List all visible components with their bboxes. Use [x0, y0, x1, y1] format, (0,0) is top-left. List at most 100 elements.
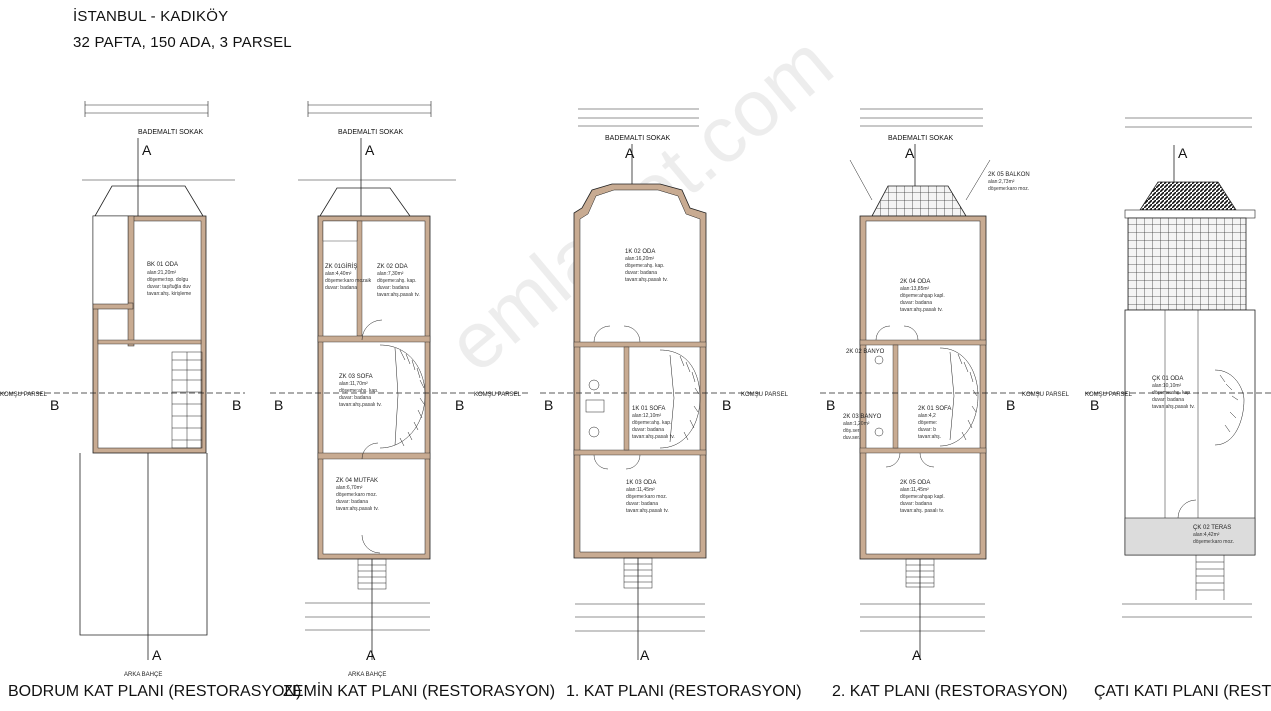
street-label: BADEMALTI SOKAK — [138, 129, 204, 136]
room-area: alan:1,20m² — [843, 421, 870, 427]
section-b-marker: B — [544, 397, 553, 413]
room-code: ZK 04 MUTFAK — [336, 478, 378, 484]
room-note: tavan:ahş.pasalı tv. — [377, 292, 420, 298]
room-code: ÇK 01 ODA — [1152, 376, 1183, 382]
room-area: alan:21,20m² — [147, 270, 177, 276]
room-2k04: 2K 04 ODA alan:13,85m² döşeme:ahşap kapl… — [900, 279, 945, 313]
room-1k03: 1K 03 ODA alan:11,45m² döşeme:karo moz. … — [626, 480, 669, 514]
plan-ground-floor: BADEMALTI SOKAK A A ARKA BAHÇE — [270, 101, 530, 678]
section-a-marker: A — [366, 647, 376, 663]
room-note: tavan:ahş. — [918, 434, 941, 440]
section-a-marker: A — [1178, 145, 1188, 161]
room-code: 2K 05 BALKON — [988, 172, 1030, 178]
room-note: döşeme:ahş. kap. — [339, 388, 378, 394]
room-note: duvar: badana — [632, 427, 664, 433]
room-zk02: ZK 02 ODA alan:7,30m² döşeme:ahş. kap. d… — [377, 264, 420, 298]
street-label: BADEMALTI SOKAK — [888, 135, 954, 142]
neighbor-parcel-label: KOMŞU PARSEL — [1085, 392, 1133, 398]
room-code: 2K 03 BANYO — [843, 414, 882, 420]
room-note: duv.ser. — [843, 435, 860, 441]
neighbor-parcel-label: KOMŞU PARSEL — [741, 392, 789, 398]
room-note: döşeme:ahş. kap. — [1152, 390, 1191, 396]
room-area: alan:6,70m² — [336, 485, 363, 491]
neighbor-parcel-label: KOMŞU PARSEL — [1022, 392, 1070, 398]
room-area: alan:11,45m² — [900, 487, 929, 493]
section-a-marker: A — [905, 145, 915, 161]
room-area: alan:10,10m² — [1152, 383, 1182, 389]
section-b-marker: B — [722, 397, 731, 413]
plan-basement: BADEMALTI SOKAK A A ARKA BAHÇE KOMŞU PAR… — [0, 101, 245, 678]
section-a-marker: A — [912, 647, 922, 663]
room-code: 2K 01 SOFA — [918, 406, 951, 412]
section-b-marker: B — [1090, 397, 1099, 413]
room-area: alan:11,70m² — [339, 381, 368, 387]
room-code: ZK 03 SOFA — [339, 374, 373, 380]
room-note: döşeme:ahşap kapl. — [900, 494, 945, 500]
room-ck01: ÇK 01 ODA alan:10,10m² döşeme:ahş. kap. … — [1152, 376, 1195, 410]
room-note: duvar: badana — [1152, 397, 1184, 403]
room-note: duvar: badana — [325, 285, 357, 291]
section-a-marker: A — [142, 142, 152, 158]
room-bk01: BK 01 ODA alan:21,20m² döşeme:top. dolgu… — [147, 262, 191, 297]
room-note: döşeme:ahş. kap. — [625, 263, 664, 269]
room-2k02: 2K 02 BANYO — [846, 349, 885, 355]
room-note: duvar: badana — [626, 501, 658, 507]
rear-garden-label: ARKA BAHÇE — [348, 672, 386, 678]
plan-first-floor: BADEMALTI SOKAK A A KOMŞU PARSEL B B — [540, 108, 789, 663]
room-note: döşeme:karo moz. — [988, 186, 1029, 192]
plan-title-ground: ZEMİN KAT PLANI (RESTORASYON) — [283, 683, 556, 700]
room-2k05-balcony: 2K 05 BALKON alan:2,73m² döşeme:karo moz… — [988, 172, 1030, 192]
room-note: tavan:ahş.pasalı tv. — [336, 506, 379, 512]
section-a-marker: A — [365, 142, 375, 158]
room-code: 1K 02 ODA — [625, 249, 655, 255]
room-area: alan:11,45m² — [626, 487, 655, 493]
room-note: tavan:ahş.pasalı tv. — [632, 434, 675, 440]
room-code: ÇK 02 TERAS — [1193, 525, 1231, 531]
room-note: döşeme:karo moz. — [336, 492, 377, 498]
street-label: BADEMALTI SOKAK — [338, 129, 404, 136]
section-a-marker: A — [625, 145, 635, 161]
location-title: İSTANBUL - KADIKÖY — [73, 8, 229, 25]
room-2k03: 2K 03 BANYO alan:1,20m² döş.ser. duv.ser… — [843, 414, 882, 441]
room-code: ZK 02 ODA — [377, 264, 408, 270]
room-code: 1K 03 ODA — [626, 480, 656, 486]
room-note: döş.ser. — [843, 428, 861, 434]
section-b-marker: B — [1006, 397, 1015, 413]
room-note: duvar: badana — [377, 285, 409, 291]
street-label: BADEMALTI SOKAK — [605, 135, 671, 142]
room-2k01: 2K 01 SOFA alan:4,2 döşeme: duvar: b tav… — [918, 406, 951, 440]
room-ck02: ÇK 02 TERAS alan:4,42m² döşeme:karo moz. — [1193, 525, 1234, 545]
room-zk01: ZK 01GİRİŞ alan:4,40m² döşeme:karo mozai… — [325, 263, 372, 291]
room-note: duvar: badana — [900, 501, 932, 507]
room-note: tavan:ahş.pasalı tv. — [625, 277, 668, 283]
room-code: ZK 01GİRİŞ — [325, 263, 357, 270]
parcel-title: 32 PAFTA, 150 ADA, 3 PARSEL — [73, 34, 292, 51]
room-note: tavan:ahş.pasalı tv. — [1152, 404, 1195, 410]
room-note: duvar: taş/tuğla duv — [147, 284, 191, 290]
section-a-marker: A — [640, 647, 650, 663]
room-note: döşeme:ahş. kap. — [377, 278, 416, 284]
room-area: alan:7,30m² — [377, 271, 404, 277]
room-note: döşeme:karo moz. — [626, 494, 667, 500]
room-note: tavan:ahş. pasalı tv. — [900, 508, 944, 514]
neighbor-parcel-label: KOMŞU PARSEL — [0, 392, 48, 398]
room-code: 2K 05 ODA — [900, 480, 930, 486]
room-note: duvar: badana — [900, 300, 932, 306]
room-code: 2K 04 ODA — [900, 279, 930, 285]
room-2k05: 2K 05 ODA alan:11,45m² döşeme:ahşap kapl… — [900, 480, 945, 514]
room-code: 1K 01 SOFA — [632, 406, 665, 412]
room-note: döşeme:karo moz. — [1193, 539, 1234, 545]
room-note: döşeme:ahş. kap. — [632, 420, 671, 426]
room-note: duvar: b — [918, 427, 936, 433]
room-code: BK 01 ODA — [147, 262, 178, 268]
room-zk04: ZK 04 MUTFAK alan:6,70m² döşeme:karo moz… — [336, 478, 379, 512]
plan-title-second: 2. KAT PLANI (RESTORASYON) — [832, 683, 1068, 700]
room-note: tavan:ahş. kirişleme — [147, 291, 191, 297]
plan-second-floor: BADEMALTI SOKAK A 2K 05 BALKON alan:2,73… — [820, 108, 1070, 663]
room-note: döşeme:ahşap kapl. — [900, 293, 945, 299]
room-1k01: 1K 01 SOFA alan:12,10m² döşeme:ahş. kap.… — [632, 406, 675, 440]
room-area: alan:4,42m² — [1193, 532, 1220, 538]
plan-attic: A KOMŞU PARSEL B ÇK 01 ODA alan:10,10m² … — [1085, 117, 1271, 618]
rear-garden-label: ARKA BAHÇE — [124, 672, 162, 678]
